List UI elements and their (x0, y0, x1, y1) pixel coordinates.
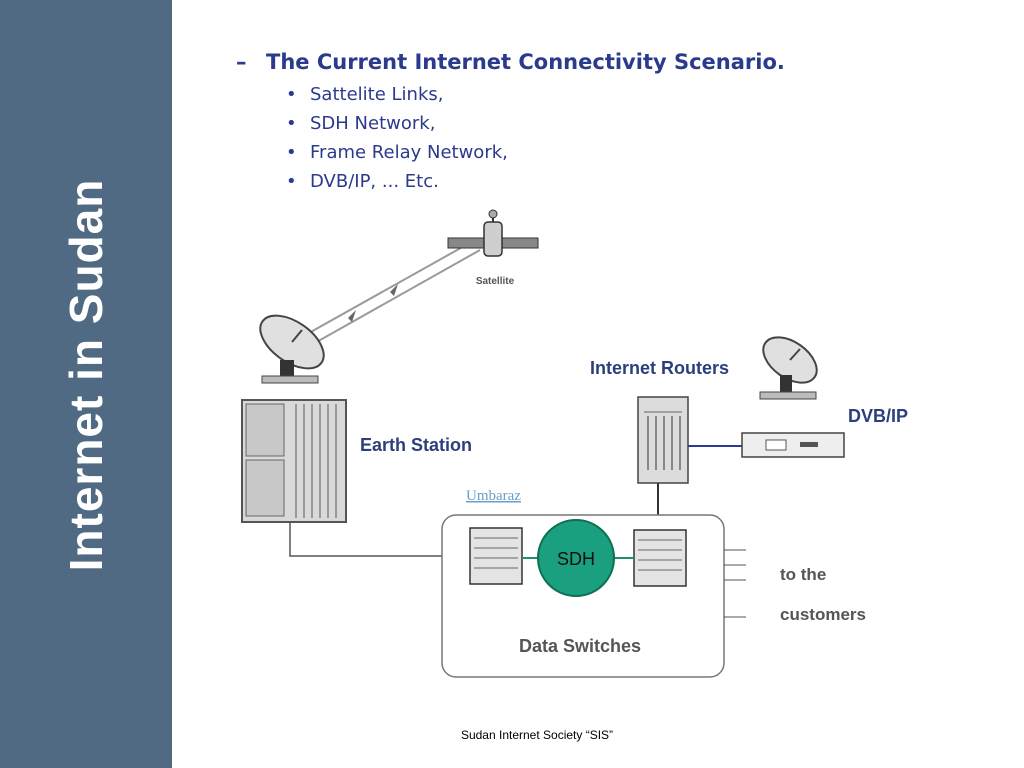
umbaraz-label: Umbaraz (466, 488, 521, 504)
data-switches-label: Data Switches (519, 636, 641, 656)
satellite-label: Satellite (476, 276, 515, 287)
bullet-icon: • (286, 142, 297, 163)
earth-station-rack-icon (241, 399, 347, 523)
slide-content: – The Current Internet Connectivity Scen… (236, 50, 996, 196)
bullet-icon: • (286, 84, 297, 105)
bullet-item: • Frame Relay Network, (286, 138, 996, 167)
earth-station-link (289, 522, 470, 557)
bullet-text: Frame Relay Network, (310, 142, 508, 163)
earth-station-dish-icon (259, 314, 325, 384)
sdh-label: SDH (557, 549, 595, 569)
network-diagram: Satellite Earth Station Internet Routers (241, 209, 908, 678)
bullet-icon: • (286, 113, 297, 134)
bullet-text: SDH Network, (310, 113, 436, 134)
sidebar-title: Internet in Sudan (60, 178, 112, 572)
earth-station-label: Earth Station (360, 435, 472, 455)
bullet-text: Sattelite Links, (310, 84, 444, 105)
heading-text: The Current Internet Connectivity Scenar… (266, 50, 785, 74)
customers-label: customers (780, 605, 866, 624)
dvb-dish-icon (759, 336, 818, 400)
slide-heading: – The Current Internet Connectivity Scen… (236, 50, 996, 74)
bullet-item: • DVB/IP, ... Etc. (286, 167, 996, 196)
sdh-node (537, 519, 615, 597)
data-switch-right-icon (633, 529, 687, 587)
to-the-label: to the (780, 565, 826, 584)
satellite-link (299, 239, 481, 349)
bullet-item: • SDH Network, (286, 109, 996, 138)
satellite-icon (447, 209, 539, 257)
data-switch-left-icon (469, 527, 523, 585)
dvb-ip-label: DVB/IP (848, 406, 908, 426)
bullet-icon: • (286, 171, 297, 192)
customer-lines (724, 549, 746, 618)
internet-routers-label: Internet Routers (590, 358, 729, 378)
heading-dash: – (236, 50, 247, 74)
sidebar-panel: Internet in Sudan (0, 0, 172, 768)
bullet-list: • Sattelite Links, • SDH Network, • Frame R… (286, 80, 996, 196)
bullet-item: • Sattelite Links, (286, 80, 996, 109)
slide-footer: Sudan Internet Society “SIS” (460, 728, 614, 742)
internet-router-icon (637, 396, 689, 484)
bullet-text: DVB/IP, ... Etc. (310, 171, 439, 192)
dvb-receiver-icon (741, 432, 845, 458)
